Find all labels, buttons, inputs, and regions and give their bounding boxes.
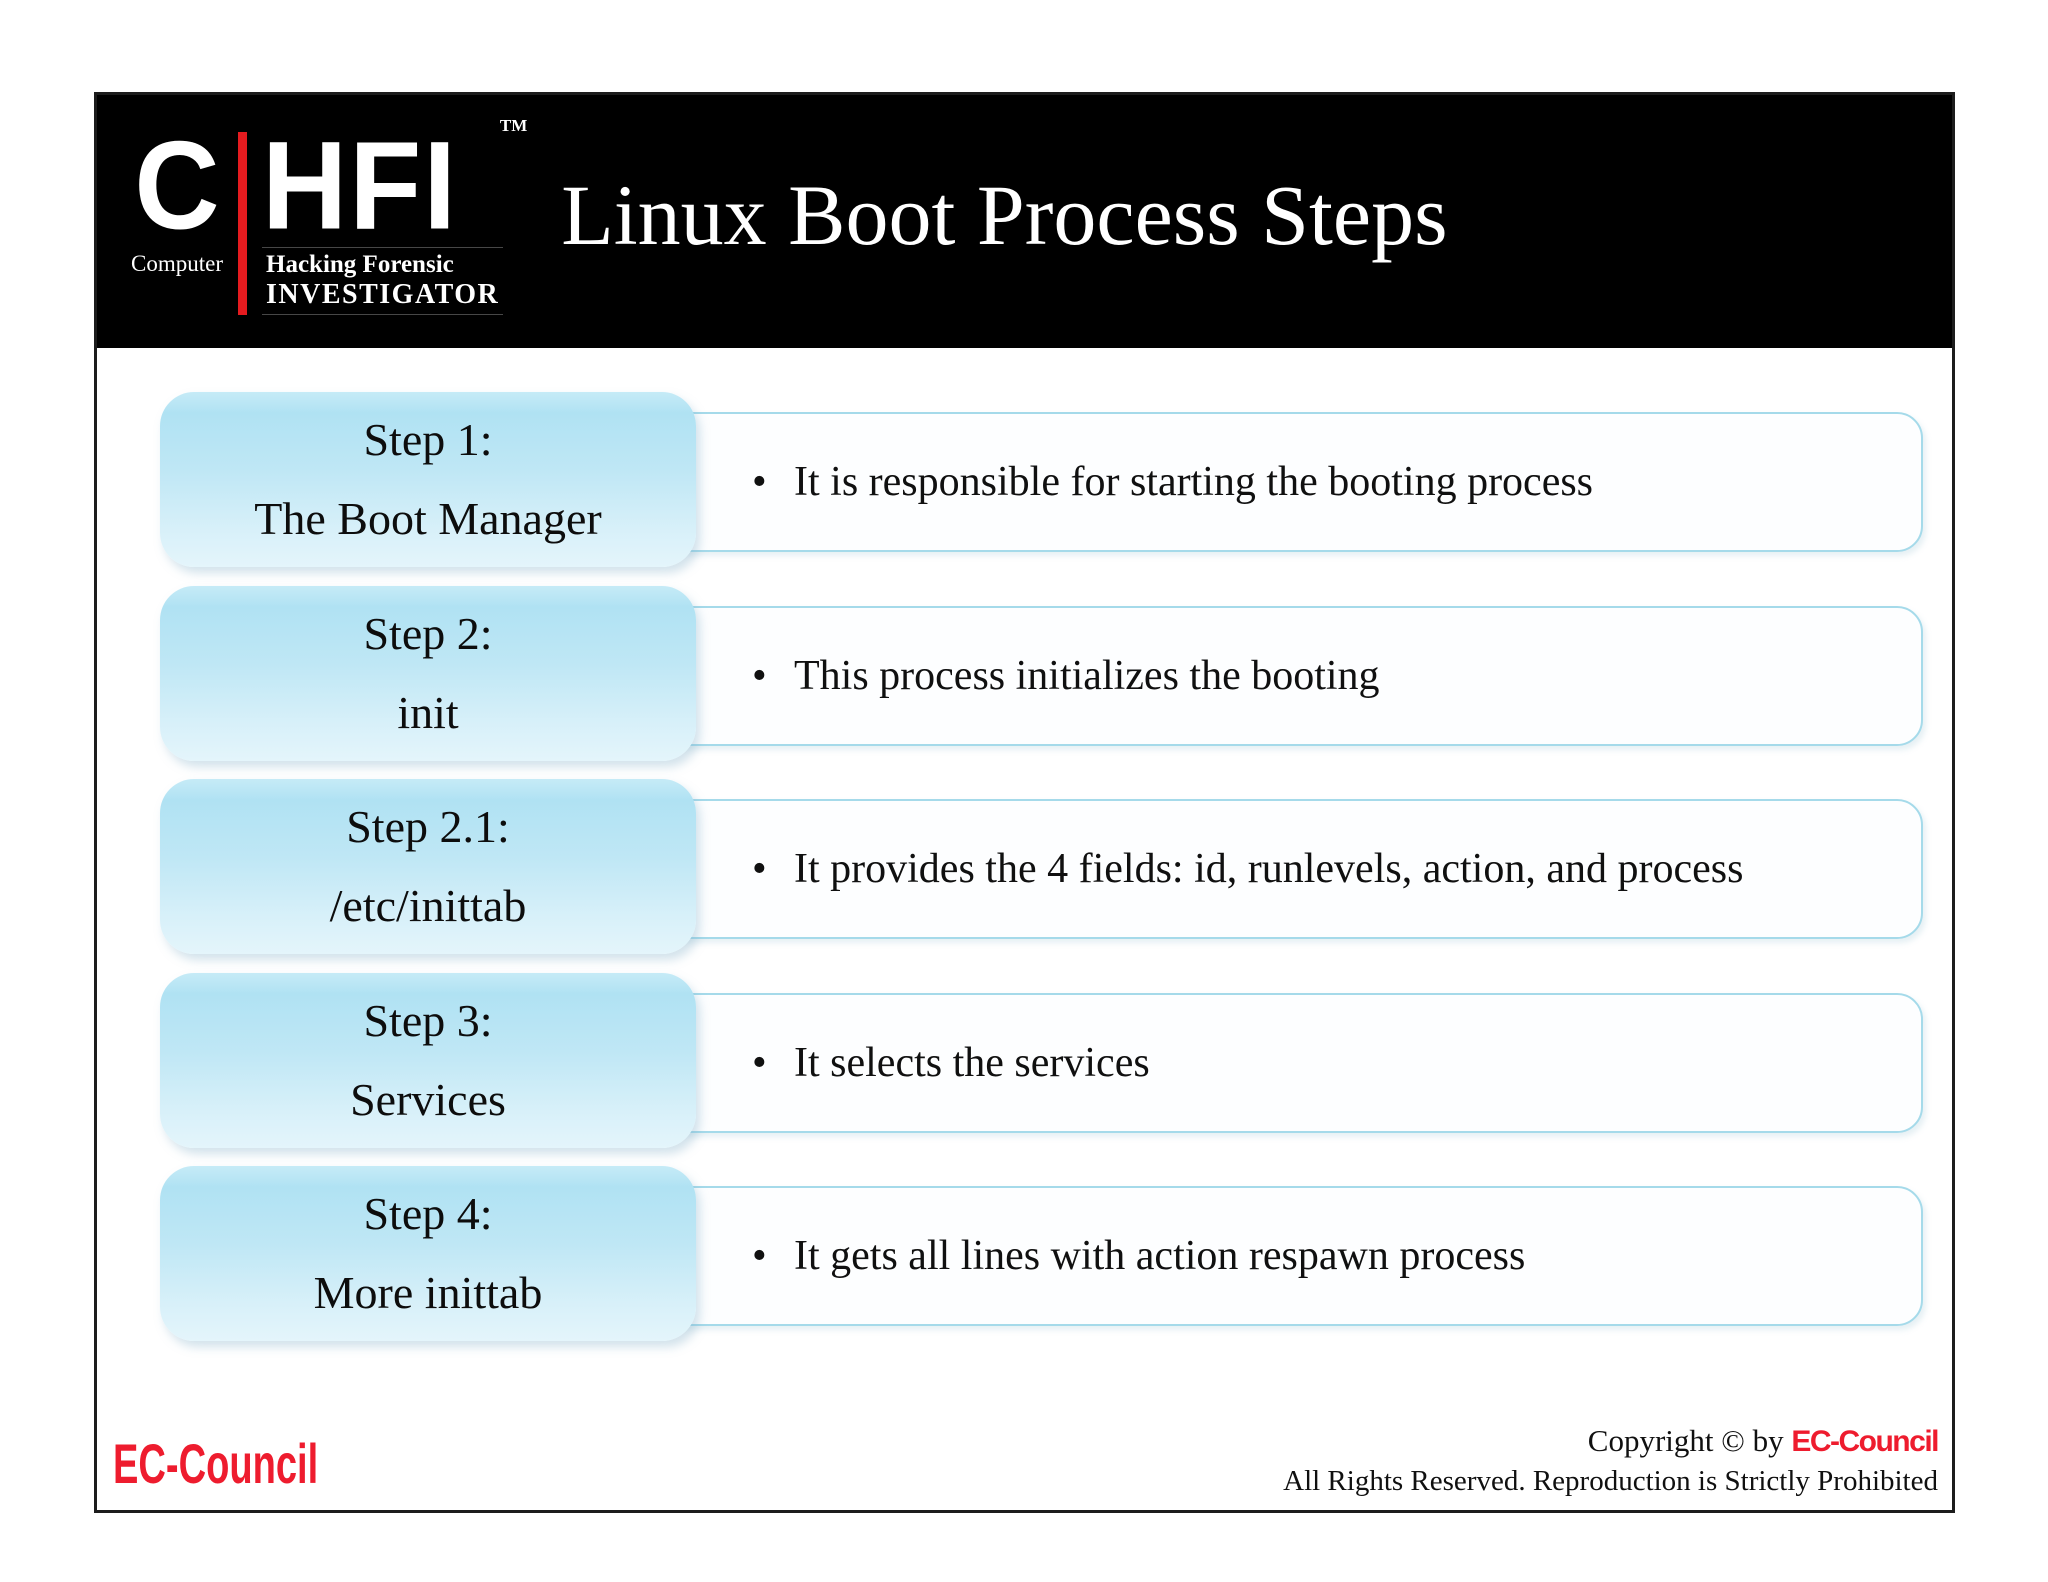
page-title: Linux Boot Process Steps bbox=[561, 166, 1448, 263]
step-label: Step 2: bbox=[363, 608, 493, 660]
step-box-2: Step 2: init bbox=[160, 586, 696, 761]
copyright-brand: EC-Council bbox=[1791, 1424, 1939, 1458]
copyright-block: Copyright © by EC-Council All Rights Res… bbox=[1283, 1421, 1940, 1500]
description-text: It is responsible for starting the booti… bbox=[752, 452, 1593, 512]
rights-line: All Rights Reserved. Reproduction is Str… bbox=[1283, 1464, 1938, 1497]
step-box-3: Step 2.1: /etc/inittab bbox=[160, 779, 696, 954]
description-text: It provides the 4 fields: id, runlevels,… bbox=[752, 839, 1743, 899]
step-box-4: Step 3: Services bbox=[160, 973, 696, 1148]
copyright-prefix: Copyright © by bbox=[1587, 1422, 1792, 1458]
chfi-logo: C Computer HFI TM Hacking Forensic INVES… bbox=[131, 116, 527, 315]
chfi-logo-tagline: Hacking Forensic INVESTIGATOR bbox=[262, 246, 504, 315]
chfi-tagline-line1: Hacking Forensic bbox=[266, 250, 454, 278]
step-name: Services bbox=[350, 1073, 506, 1125]
header-bar: C Computer HFI TM Hacking Forensic INVES… bbox=[97, 95, 1952, 348]
description-text: It selects the services bbox=[752, 1033, 1150, 1093]
step-row-5: Step 4: More inittab It gets all lines w… bbox=[97, 1166, 1952, 1341]
step-description-5: It gets all lines with action respawn pr… bbox=[662, 1186, 1923, 1326]
chfi-logo-row: C Computer HFI TM Hacking Forensic INVES… bbox=[131, 116, 527, 315]
ec-council-logo: EC-Council bbox=[113, 1432, 319, 1495]
step-name: /etc/inittab bbox=[329, 879, 527, 931]
step-description-4: It selects the services bbox=[662, 993, 1923, 1133]
step-row-2: Step 2: init This process initializes th… bbox=[97, 586, 1952, 761]
step-box-1: Step 1: The Boot Manager bbox=[160, 392, 696, 567]
chfi-logo-hfi: HFI bbox=[262, 116, 459, 257]
trademark-symbol: TM bbox=[499, 116, 528, 136]
description-text: It gets all lines with action respawn pr… bbox=[752, 1226, 1525, 1286]
step-name: More inittab bbox=[313, 1266, 543, 1318]
description-text: This process initializes the booting bbox=[752, 646, 1380, 706]
step-name: The Boot Manager bbox=[254, 492, 602, 544]
step-row-4: Step 3: Services It selects the services bbox=[97, 973, 1952, 1148]
step-label: Step 1: bbox=[363, 414, 493, 466]
step-box-5: Step 4: More inittab bbox=[160, 1166, 696, 1341]
step-label: Step 4: bbox=[363, 1188, 493, 1240]
chfi-logo-c: C bbox=[134, 116, 220, 257]
chfi-logo-left: C Computer bbox=[131, 116, 223, 315]
step-description-1: It is responsible for starting the booti… bbox=[662, 412, 1923, 552]
step-label: Step 2.1: bbox=[346, 801, 510, 853]
step-row-3: Step 2.1: /etc/inittab It provides the 4… bbox=[97, 779, 1952, 954]
step-label: Step 3: bbox=[363, 995, 493, 1047]
copyright-line: Copyright © by EC-Council bbox=[1283, 1421, 1940, 1462]
step-description-2: This process initializes the booting bbox=[662, 606, 1923, 746]
logo-red-bar bbox=[238, 132, 247, 315]
chfi-logo-computer: Computer bbox=[131, 250, 223, 276]
chfi-logo-right: HFI TM Hacking Forensic INVESTIGATOR bbox=[262, 116, 527, 315]
step-description-3: It provides the 4 fields: id, runlevels,… bbox=[662, 799, 1923, 939]
step-row-1: Step 1: The Boot Manager It is responsib… bbox=[97, 392, 1952, 567]
step-name: init bbox=[397, 686, 459, 738]
chfi-tagline-line2: INVESTIGATOR bbox=[266, 278, 500, 310]
slide: C Computer HFI TM Hacking Forensic INVES… bbox=[94, 92, 1955, 1513]
steps-list: Step 1: The Boot Manager It is responsib… bbox=[97, 348, 1952, 1510]
